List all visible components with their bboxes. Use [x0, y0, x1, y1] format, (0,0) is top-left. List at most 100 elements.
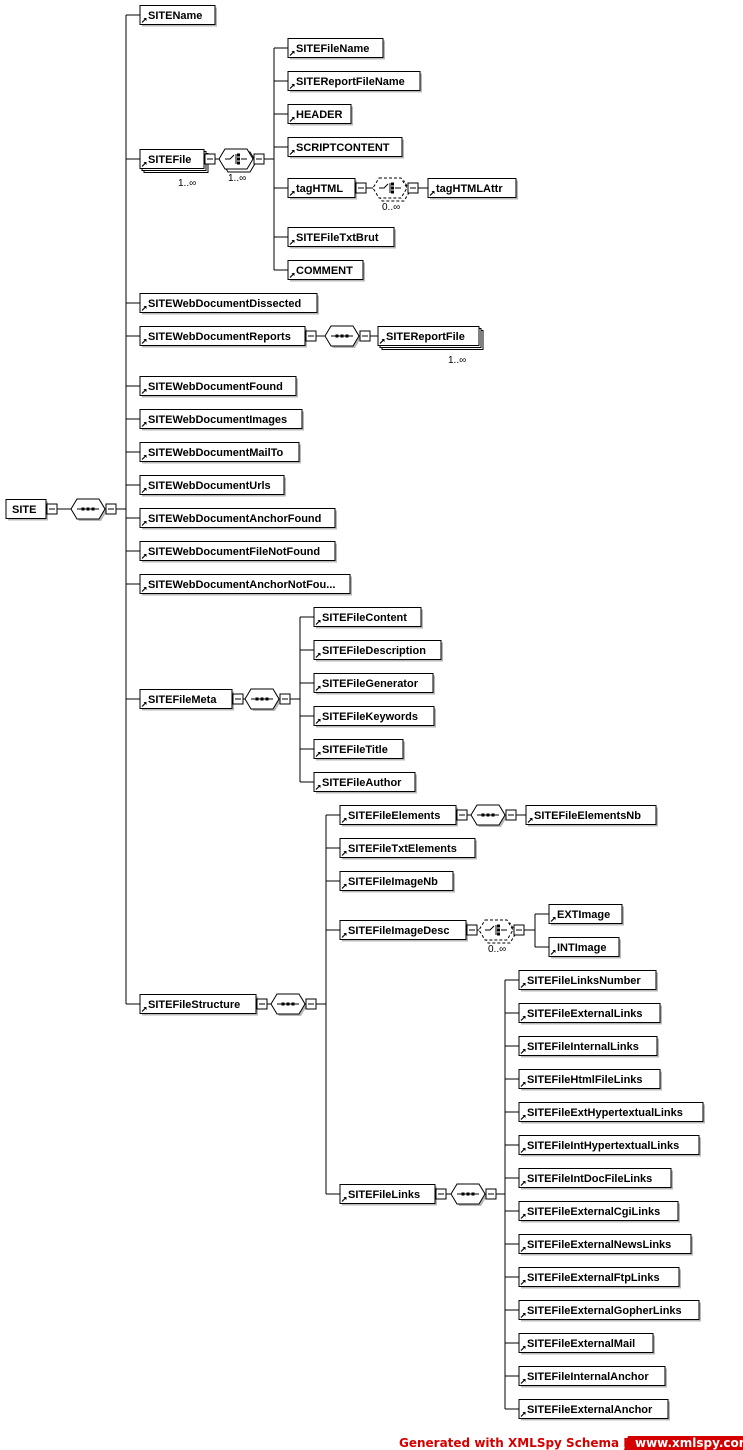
element-label: SITEFileExternalMail	[527, 1338, 635, 1350]
collapse-minus-icon[interactable]	[256, 998, 268, 1010]
collapse-minus-icon[interactable]	[359, 330, 371, 342]
element-l-int-doc[interactable]: SITEFileIntDocFileLinks	[518, 1168, 673, 1190]
element-wd-dissected[interactable]: SITEWebDocumentDissected	[139, 293, 319, 315]
collapse-minus-icon[interactable]	[46, 503, 58, 515]
sequence-compositor-icon	[251, 697, 273, 701]
collapse-minus-icon[interactable]	[253, 153, 265, 165]
collapse-minus-icon[interactable]	[435, 1188, 447, 1200]
element-box	[339, 805, 457, 825]
sequence-compositor-file-structure[interactable]	[270, 993, 317, 1016]
element-int-image[interactable]: INTImage	[548, 937, 621, 959]
arrow-ref-icon	[289, 273, 295, 278]
element-fs-txt-elements[interactable]: SITEFileTxtElements	[339, 838, 477, 860]
element-site-file-name[interactable]: SITEFileName	[287, 38, 385, 60]
element-file-meta[interactable]: SITEFileMeta	[139, 689, 244, 711]
arrow-ref-icon	[341, 851, 347, 856]
element-tag-html-attr[interactable]: tagHTMLAttr	[427, 178, 518, 200]
arrow-ref-icon	[520, 1016, 526, 1021]
choice-compositor-tag-html[interactable]: 0..∞	[372, 177, 419, 213]
element-wd-anchor-found[interactable]: SITEWebDocumentAnchorFound	[139, 508, 337, 530]
element-l-ext-anchor[interactable]: SITEFileExternalAnchor	[518, 1399, 670, 1421]
element-l-ext-ftp[interactable]: SITEFileExternalFtpLinks	[518, 1267, 681, 1289]
sequence-compositor-file-elements[interactable]	[470, 804, 517, 827]
element-site-file-txt-brut[interactable]: SITEFileTxtBrut	[287, 227, 396, 249]
element-l-ext-news[interactable]: SITEFileExternalNewsLinks	[518, 1234, 693, 1256]
element-l-ext-hyper[interactable]: SITEFileExtHypertextualLinks	[518, 1102, 705, 1124]
element-site-report-file-name[interactable]: SITEReportFileName	[287, 71, 422, 93]
element-l-external[interactable]: SITEFileExternalLinks	[518, 1003, 662, 1025]
collapse-minus-icon[interactable]	[456, 809, 468, 821]
element-fs-image-desc[interactable]: SITEFileImageDesc	[339, 920, 478, 942]
collapse-minus-icon[interactable]	[305, 330, 317, 342]
element-site-report-file[interactable]: SITEReportFile	[377, 326, 484, 350]
collapse-minus-icon[interactable]	[355, 182, 367, 194]
choice-compositor-icon	[485, 924, 507, 936]
element-box	[518, 1168, 672, 1188]
sequence-compositor-reports[interactable]	[324, 325, 371, 348]
collapse-minus-icon[interactable]	[279, 693, 291, 705]
element-fm-author[interactable]: SITEFileAuthor	[313, 772, 417, 794]
element-label: SITEReportFileName	[296, 76, 405, 88]
collapse-minus-icon[interactable]	[513, 924, 525, 936]
element-l-ext-gopher[interactable]: SITEFileExternalGopherLinks	[518, 1300, 701, 1322]
arrow-ref-icon	[550, 950, 556, 955]
element-fm-keywords[interactable]: SITEFileKeywords	[313, 706, 436, 728]
element-fs-links[interactable]: SITEFileLinks	[339, 1184, 447, 1206]
element-wd-images[interactable]: SITEWebDocumentImages	[139, 409, 304, 431]
element-fs-elements-nb[interactable]: SITEFileElementsNb	[525, 805, 658, 827]
element-header[interactable]: HEADER	[287, 104, 353, 126]
root-element-site[interactable]: SITE	[5, 499, 58, 521]
element-fm-generator[interactable]: SITEFileGenerator	[313, 673, 435, 695]
element-fs-image-nb[interactable]: SITEFileImageNb	[339, 871, 455, 893]
collapse-minus-icon[interactable]	[204, 153, 216, 165]
element-l-ext-cgi[interactable]: SITEFileExternalCgiLinks	[518, 1201, 680, 1223]
choice-compositor-site-file[interactable]: 1..∞	[218, 148, 265, 184]
element-wd-anchor-not-found[interactable]: SITEWebDocumentAnchorNotFou...	[139, 574, 352, 596]
element-fm-description[interactable]: SITEFileDescription	[313, 640, 443, 662]
element-box	[339, 1184, 436, 1204]
element-wd-reports[interactable]: SITEWebDocumentReports	[139, 326, 317, 348]
element-script-content[interactable]: SCRIPTCONTENT	[287, 137, 404, 159]
element-l-internal[interactable]: SITEFileInternalLinks	[518, 1036, 659, 1058]
element-box	[518, 1102, 704, 1122]
element-l-number[interactable]: SITEFileLinksNumber	[518, 970, 658, 992]
arrow-ref-icon	[141, 521, 147, 526]
sequence-compositor-file-links[interactable]	[450, 1183, 497, 1206]
element-l-int-anchor[interactable]: SITEFileInternalAnchor	[518, 1366, 667, 1388]
collapse-minus-icon[interactable]	[466, 924, 478, 936]
xmlspy-badge[interactable]	[624, 1436, 743, 1450]
element-ext-image[interactable]: EXTImage	[548, 904, 624, 926]
element-site-name[interactable]: SITEName	[139, 5, 217, 27]
collapse-minus-icon[interactable]	[485, 1188, 497, 1200]
arrow-ref-icon	[341, 1197, 347, 1202]
element-fs-elements[interactable]: SITEFileElements	[339, 805, 468, 827]
choice-compositor-image-desc[interactable]: 0..∞	[478, 919, 525, 955]
element-label: SITEFileInternalLinks	[527, 1041, 639, 1053]
element-file-structure[interactable]: SITEFileStructure	[139, 994, 268, 1016]
element-l-ext-mail[interactable]: SITEFileExternalMail	[518, 1333, 655, 1355]
sequence-compositor-file-meta[interactable]	[244, 688, 291, 711]
arrow-ref-icon	[341, 818, 347, 823]
element-label: SITEWebDocumentUrls	[148, 480, 271, 492]
element-wd-urls[interactable]: SITEWebDocumentUrls	[139, 475, 286, 497]
element-wd-file-not-found[interactable]: SITEWebDocumentFileNotFound	[139, 541, 337, 563]
element-l-html[interactable]: SITEFileHtmlFileLinks	[518, 1069, 662, 1091]
collapse-minus-icon[interactable]	[407, 182, 419, 194]
collapse-minus-icon[interactable]	[505, 809, 517, 821]
element-box	[139, 409, 303, 429]
element-site-file[interactable]: SITEFile	[139, 149, 216, 173]
xmlspy-url-link[interactable]: www.xmlspy.com	[635, 1436, 743, 1450]
sequence-compositor-root[interactable]	[70, 498, 117, 521]
collapse-minus-icon[interactable]	[305, 998, 317, 1010]
element-wd-mailto[interactable]: SITEWebDocumentMailTo	[139, 442, 301, 464]
element-label: COMMENT	[296, 265, 353, 277]
element-fm-title[interactable]: SITEFileTitle	[313, 739, 405, 761]
element-label: SITEWebDocumentAnchorFound	[148, 513, 321, 525]
element-tag-html[interactable]: tagHTML	[287, 178, 367, 200]
element-comment[interactable]: COMMENT	[287, 260, 365, 282]
element-wd-found[interactable]: SITEWebDocumentFound	[139, 376, 298, 398]
element-l-int-hyper[interactable]: SITEFileIntHypertextualLinks	[518, 1135, 701, 1157]
collapse-minus-icon[interactable]	[232, 693, 244, 705]
collapse-minus-icon[interactable]	[105, 503, 117, 515]
element-fm-content[interactable]: SITEFileContent	[313, 607, 423, 629]
